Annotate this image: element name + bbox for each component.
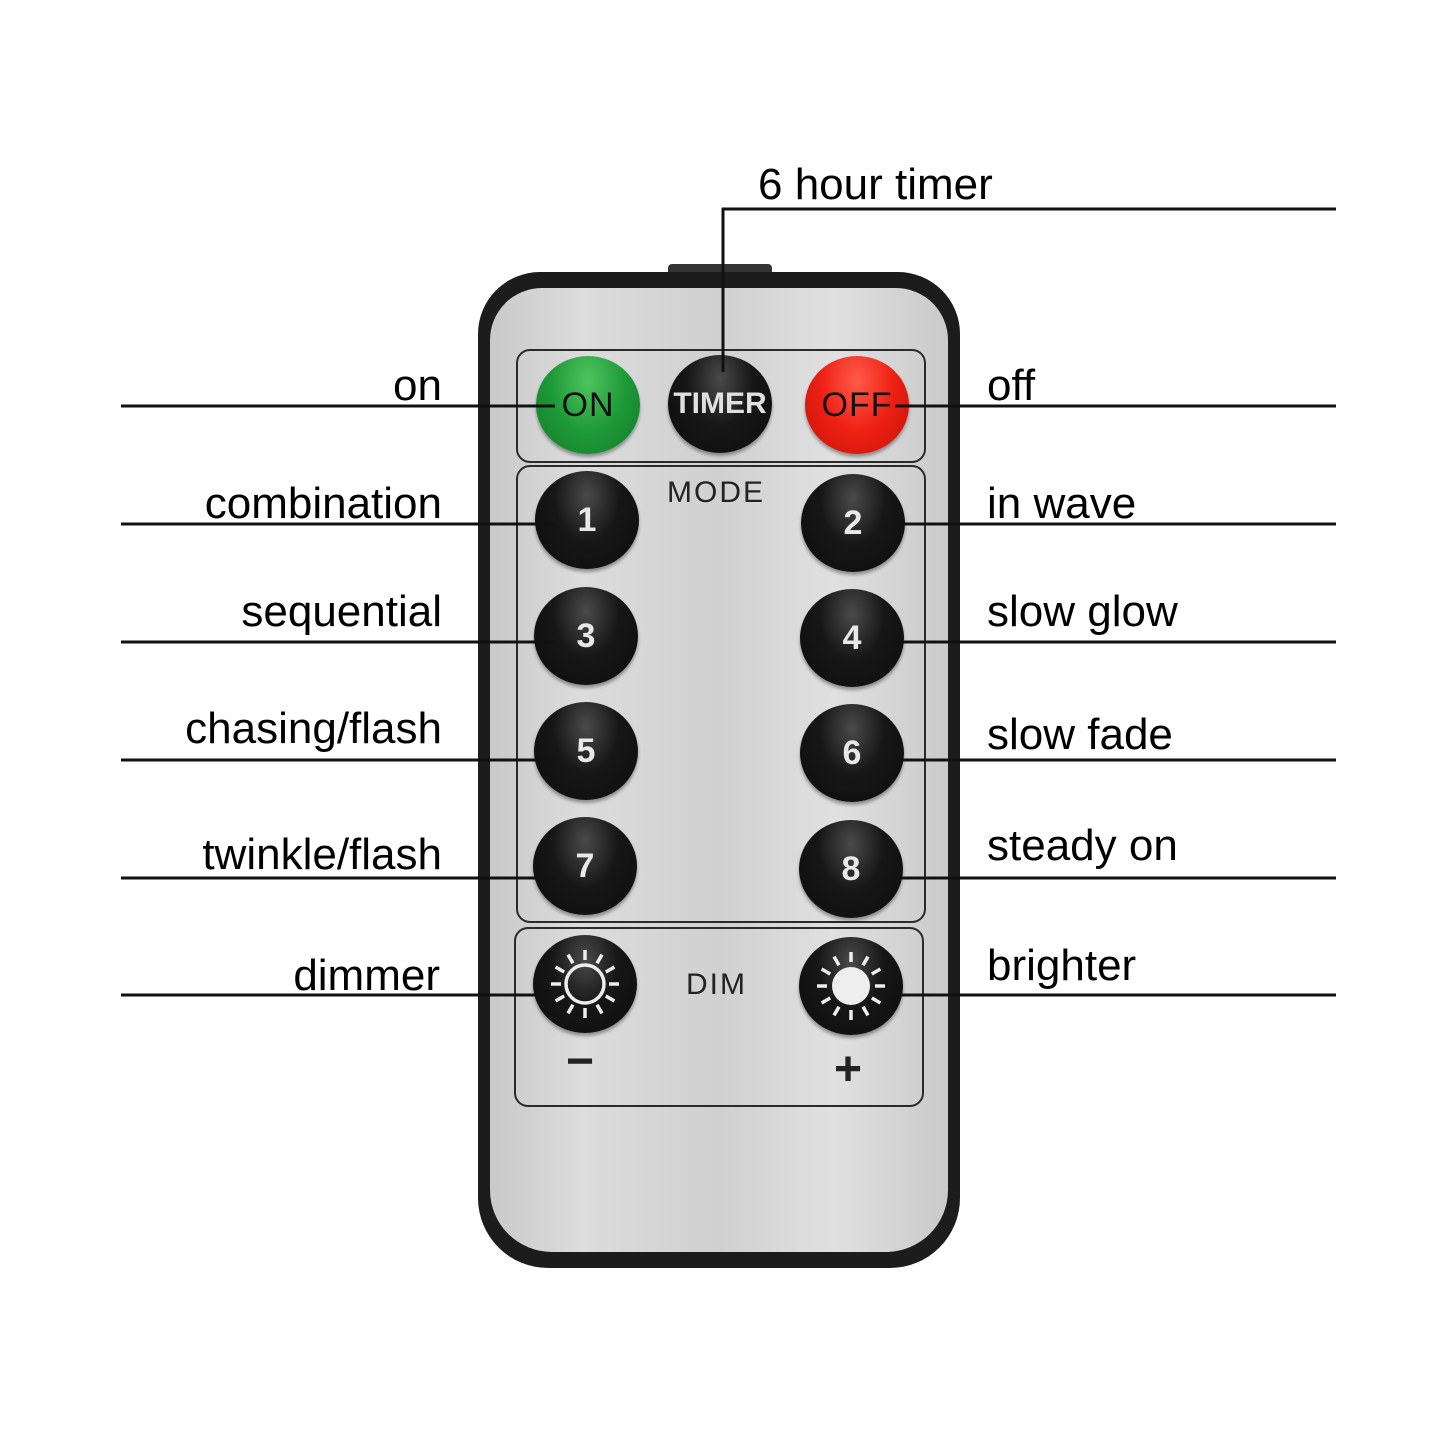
mode-button-label: 4 bbox=[842, 618, 862, 657]
sun-ray bbox=[832, 1005, 841, 1017]
minus-sign: − bbox=[566, 1035, 595, 1088]
mode-button-label: 2 bbox=[843, 503, 863, 542]
callout-label-brighter: brighter bbox=[987, 941, 1137, 990]
callout-label-twinkle-flash: twinkle/flash bbox=[202, 830, 442, 879]
timer-callout-label: 6 hour timer bbox=[758, 160, 993, 209]
mode-button-label: 6 bbox=[842, 733, 862, 772]
mode-button-label: 3 bbox=[576, 616, 596, 655]
mode-button-3[interactable]: 3 bbox=[534, 587, 638, 685]
dim-label: DIM bbox=[686, 968, 747, 1001]
mode-group-box bbox=[516, 465, 926, 923]
timer-button[interactable]: TIMER bbox=[668, 355, 772, 453]
mode-button-2[interactable]: 2 bbox=[801, 474, 905, 572]
callout-label-slow-fade: slow fade bbox=[987, 710, 1173, 759]
sun-ray bbox=[820, 967, 832, 976]
mode-button-label: 1 bbox=[577, 500, 597, 539]
sun-ray bbox=[604, 965, 616, 974]
callout-label-combination: combination bbox=[204, 479, 442, 528]
dimmer-button[interactable] bbox=[533, 935, 637, 1033]
sun-dim-icon bbox=[551, 950, 619, 1018]
callout-label-slow-glow: slow glow bbox=[987, 587, 1178, 636]
brighter-button[interactable] bbox=[799, 937, 903, 1035]
sun-ray bbox=[566, 953, 575, 965]
callout-label-dimmer: dimmer bbox=[293, 951, 440, 1000]
sun-ray bbox=[861, 1005, 870, 1017]
sun-ray bbox=[820, 996, 832, 1005]
sun-ray bbox=[870, 967, 882, 976]
callout-label-steady-on: steady on bbox=[987, 821, 1178, 870]
callout-label-sequential: sequential bbox=[241, 587, 442, 636]
mode-button-7[interactable]: 7 bbox=[533, 817, 637, 915]
sun-ray bbox=[870, 996, 882, 1005]
callout-label-in-wave: in wave bbox=[987, 479, 1137, 528]
sun-bright-icon bbox=[817, 952, 885, 1020]
plus-sign: + bbox=[834, 1043, 863, 1096]
sun-ray bbox=[595, 1003, 604, 1015]
off-button[interactable]: OFF bbox=[805, 356, 909, 454]
sun-ray bbox=[595, 953, 604, 965]
mode-button-6[interactable]: 6 bbox=[800, 704, 904, 802]
sun-ray bbox=[554, 994, 566, 1003]
sun-ray bbox=[554, 965, 566, 974]
mode-button-label: 7 bbox=[575, 846, 595, 885]
callout-label-on: on bbox=[393, 361, 442, 410]
callout-label-chasing-flash: chasing/flash bbox=[185, 704, 442, 753]
on-button-label: ON bbox=[561, 385, 615, 424]
callout-label-off: off bbox=[987, 361, 1036, 410]
off-button-label: OFF bbox=[821, 385, 893, 424]
dim-group-box bbox=[514, 927, 924, 1107]
on-button[interactable]: ON bbox=[536, 356, 640, 454]
mode-button-label: 8 bbox=[841, 849, 861, 888]
sun-ray bbox=[861, 955, 870, 967]
mode-button-4[interactable]: 4 bbox=[800, 589, 904, 687]
mode-button-8[interactable]: 8 bbox=[799, 820, 903, 918]
sun-ray bbox=[604, 994, 616, 1003]
timer-button-label: TIMER bbox=[673, 387, 767, 420]
mode-button-label: 5 bbox=[576, 731, 596, 770]
sun-ray bbox=[832, 955, 841, 967]
sun-ray bbox=[566, 1003, 575, 1015]
mode-button-1[interactable]: 1 bbox=[535, 471, 639, 569]
mode-button-5[interactable]: 5 bbox=[534, 702, 638, 800]
mode-label: MODE bbox=[667, 476, 765, 509]
